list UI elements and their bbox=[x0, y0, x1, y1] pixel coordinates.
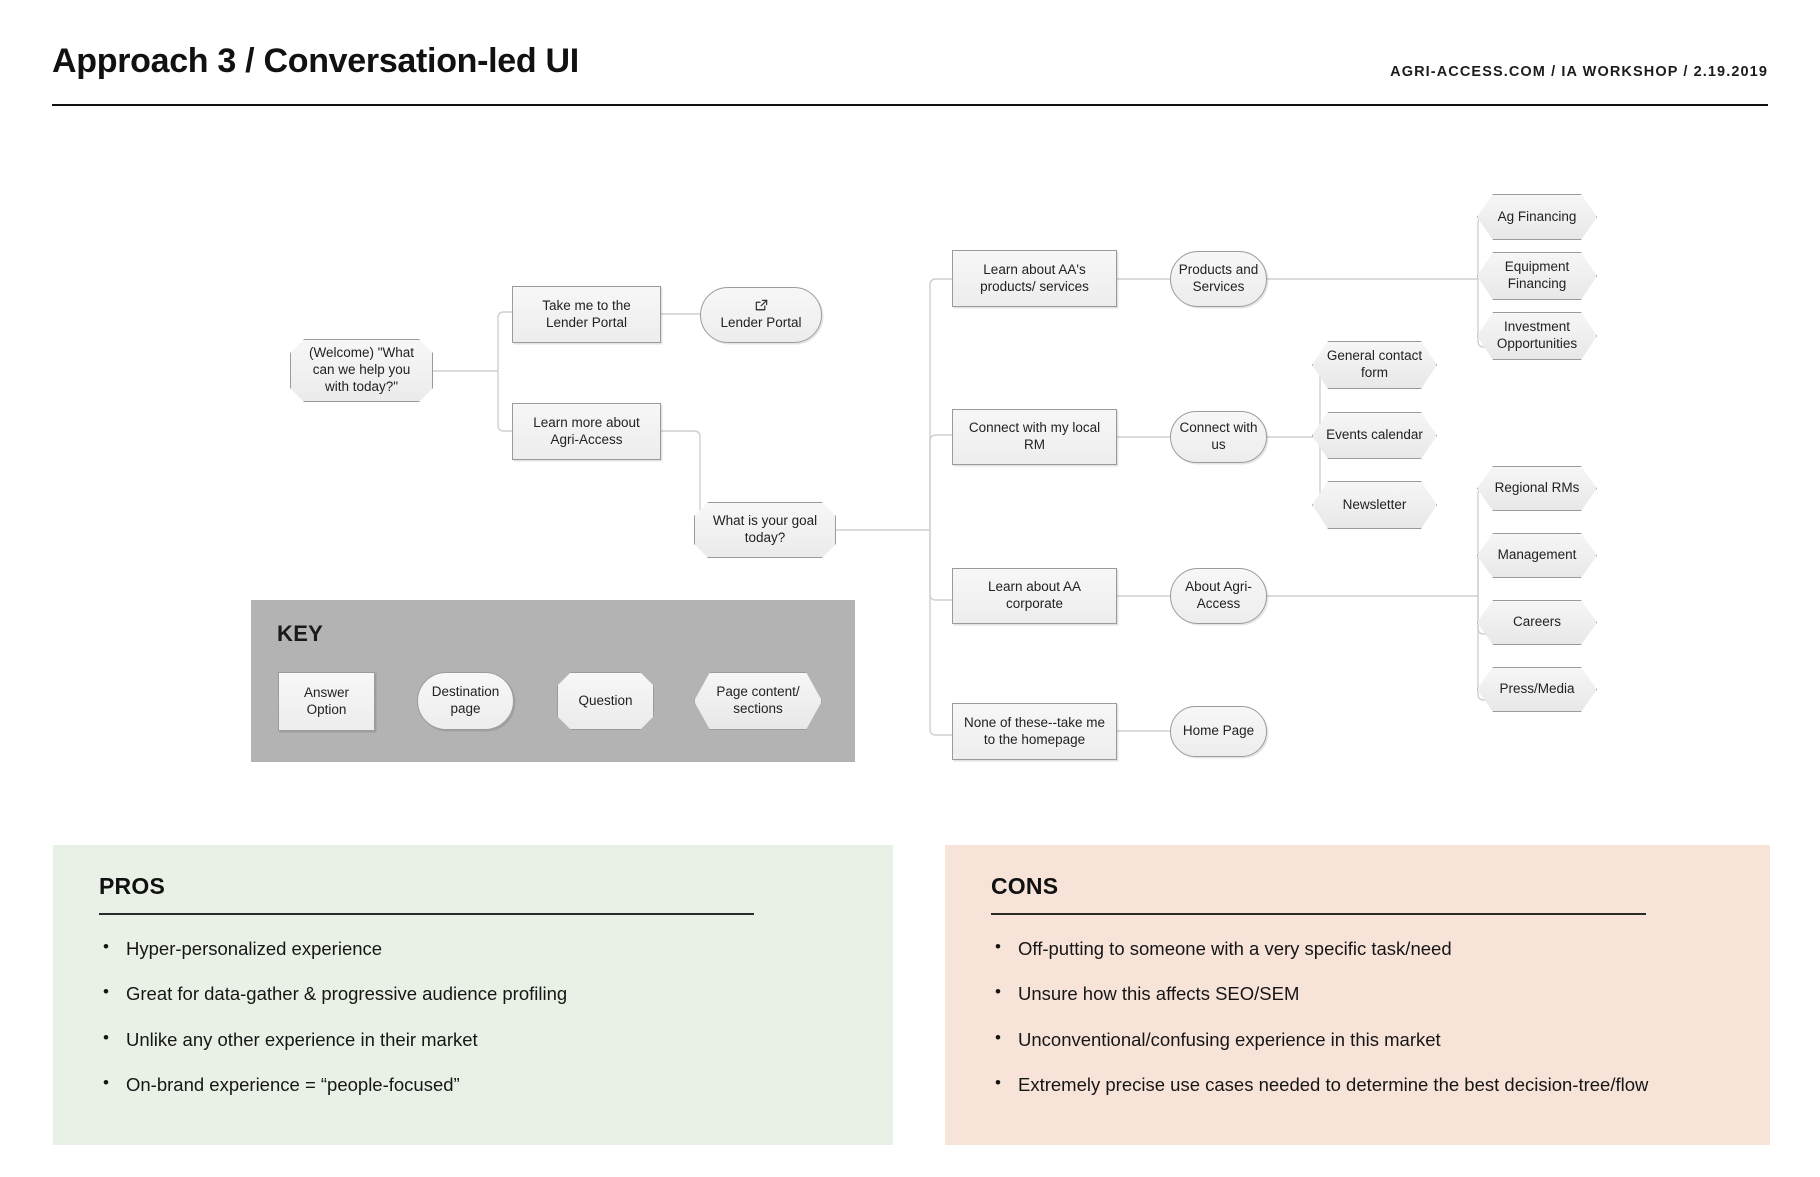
key-item-answer-option-label: Answer Option bbox=[303, 684, 349, 717]
list-item: Unconventional/confusing experience in t… bbox=[991, 1027, 1741, 1052]
sitemap-flow-diagram: (Welcome) "What can we help you with tod… bbox=[251, 0, 1820, 762]
key-item-page-content: Page content/ sections bbox=[694, 672, 822, 730]
node-lender-portal-label: Lender Portal bbox=[720, 315, 802, 331]
list-item: Great for data-gather & progressive audi… bbox=[99, 981, 849, 1006]
node-home-page[interactable]: Home Page bbox=[1170, 706, 1267, 757]
node-learn-aa-corporate-label: Learn about AA corporate bbox=[987, 579, 1082, 611]
node-lender-portal[interactable]: Lender Portal bbox=[700, 287, 822, 343]
node-learn-more-about-agri-access-label: Learn more about Agri-Access bbox=[533, 414, 640, 447]
header-meta: AGRI-ACCESS.COM / IA WORKSHOP / 2.19.201… bbox=[1390, 64, 1768, 80]
page-title: Approach 3 / Conversation-led UI bbox=[52, 42, 579, 80]
cons-panel: CONS Off-putting to someone with a very … bbox=[945, 845, 1770, 1145]
node-investment-opportunities-label: Investment Opportunities bbox=[1496, 319, 1578, 351]
node-about-agri-access[interactable]: About Agri-Access bbox=[1170, 568, 1267, 624]
node-investment-opportunities[interactable]: Investment Opportunities bbox=[1477, 312, 1597, 360]
node-general-contact-form[interactable]: General contact form bbox=[1312, 341, 1437, 389]
node-regional-rms-label: Regional RMs bbox=[1494, 480, 1580, 496]
node-goal-question-label: What is your goal today? bbox=[712, 513, 818, 545]
node-about-agri-access-label: About Agri-Access bbox=[1185, 579, 1252, 611]
node-management-label: Management bbox=[1497, 547, 1577, 563]
node-take-me-to-lender-portal[interactable]: Take me to the Lender Portal bbox=[512, 286, 661, 343]
node-products-and-services[interactable]: Products and Services bbox=[1170, 251, 1267, 307]
node-connect-local-rm[interactable]: Connect with my local RM bbox=[952, 409, 1117, 465]
node-ag-financing[interactable]: Ag Financing bbox=[1477, 194, 1597, 240]
node-products-and-services-label: Products and Services bbox=[1178, 262, 1259, 294]
node-newsletter-label: Newsletter bbox=[1342, 496, 1407, 512]
node-welcome-question[interactable]: (Welcome) "What can we help you with tod… bbox=[290, 339, 433, 402]
node-equipment-financing[interactable]: Equipment Financing bbox=[1477, 252, 1597, 300]
key-legend: KEY Answer Option Destination page Quest… bbox=[251, 600, 855, 762]
cons-title: CONS bbox=[991, 873, 1059, 899]
node-none-of-these[interactable]: None of these--take me to the homepage bbox=[952, 703, 1117, 760]
node-connect-with-us[interactable]: Connect with us bbox=[1170, 411, 1267, 463]
key-item-answer-option: Answer Option bbox=[278, 672, 375, 731]
pros-panel: PROS Hyper-personalized experience Great… bbox=[53, 845, 893, 1145]
node-events-calendar-label: Events calendar bbox=[1326, 427, 1423, 443]
key-title: KEY bbox=[277, 621, 324, 646]
header-divider bbox=[52, 104, 1768, 106]
node-connect-with-us-label: Connect with us bbox=[1179, 420, 1258, 452]
node-general-contact-form-label: General contact form bbox=[1326, 348, 1423, 380]
node-events-calendar[interactable]: Events calendar bbox=[1312, 412, 1437, 459]
slide-header: Approach 3 / Conversation-led UI AGRI-AC… bbox=[52, 42, 1768, 106]
node-take-me-to-lender-portal-label: Take me to the Lender Portal bbox=[542, 297, 631, 330]
pros-divider bbox=[99, 913, 754, 915]
node-management[interactable]: Management bbox=[1477, 533, 1597, 578]
node-none-of-these-label: None of these--take me to the homepage bbox=[963, 714, 1106, 747]
list-item: Unlike any other experience in their mar… bbox=[99, 1027, 849, 1052]
node-equipment-financing-label: Equipment Financing bbox=[1504, 259, 1570, 291]
pros-title: PROS bbox=[99, 873, 165, 899]
key-item-destination-page-label: Destination page bbox=[431, 684, 500, 716]
list-item: Hyper-personalized experience bbox=[99, 936, 849, 961]
cons-divider bbox=[991, 913, 1646, 915]
list-item: Off-putting to someone with a very speci… bbox=[991, 936, 1741, 961]
node-press-media-label: Press/Media bbox=[1499, 681, 1575, 697]
key-item-question: Question bbox=[557, 672, 654, 730]
pros-list: Hyper-personalized experience Great for … bbox=[99, 936, 849, 1119]
node-careers[interactable]: Careers bbox=[1477, 600, 1597, 645]
key-item-destination-page: Destination page bbox=[417, 672, 514, 730]
node-welcome-question-label: (Welcome) "What can we help you with tod… bbox=[308, 345, 415, 394]
node-learn-products-services[interactable]: Learn about AA's products/ services bbox=[952, 250, 1117, 307]
key-item-question-label: Question bbox=[578, 692, 633, 708]
node-learn-aa-corporate[interactable]: Learn about AA corporate bbox=[952, 568, 1117, 624]
node-careers-label: Careers bbox=[1512, 614, 1561, 630]
node-press-media[interactable]: Press/Media bbox=[1477, 667, 1597, 712]
list-item: Unsure how this affects SEO/SEM bbox=[991, 981, 1741, 1006]
list-item: Extremely precise use cases needed to de… bbox=[991, 1072, 1741, 1097]
key-item-page-content-label: Page content/ sections bbox=[716, 684, 800, 716]
node-home-page-label: Home Page bbox=[1182, 723, 1255, 739]
external-link-icon bbox=[755, 299, 767, 311]
node-regional-rms[interactable]: Regional RMs bbox=[1477, 466, 1597, 511]
node-learn-products-services-label: Learn about AA's products/ services bbox=[980, 261, 1089, 294]
node-connect-local-rm-label: Connect with my local RM bbox=[968, 420, 1101, 452]
node-ag-financing-label: Ag Financing bbox=[1497, 208, 1577, 224]
node-newsletter[interactable]: Newsletter bbox=[1312, 481, 1437, 529]
node-learn-more-about-agri-access[interactable]: Learn more about Agri-Access bbox=[512, 403, 661, 460]
cons-list: Off-putting to someone with a very speci… bbox=[991, 936, 1741, 1119]
list-item: On-brand experience = “people-focused” bbox=[99, 1072, 849, 1097]
node-goal-question[interactable]: What is your goal today? bbox=[694, 502, 836, 558]
